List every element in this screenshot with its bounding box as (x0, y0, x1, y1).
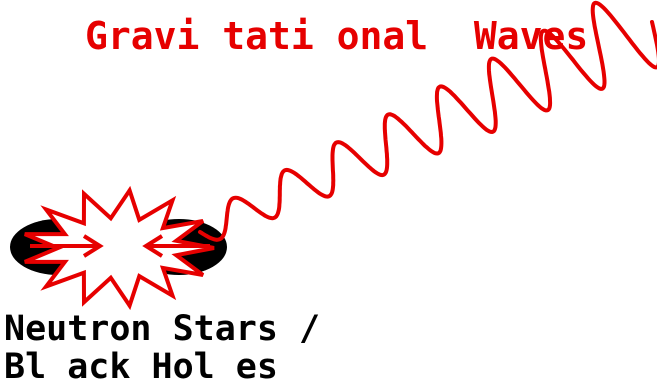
source-label-line-1: Neutron Stars / (4, 309, 321, 349)
left-body-arrow (30, 234, 104, 258)
diagram-title: Gravi tati onal Waves (85, 14, 589, 58)
gravitational-wave (198, 0, 657, 242)
right-body-arrow (142, 234, 210, 258)
source-label-line-2: Bl ack Hol es (4, 347, 278, 387)
